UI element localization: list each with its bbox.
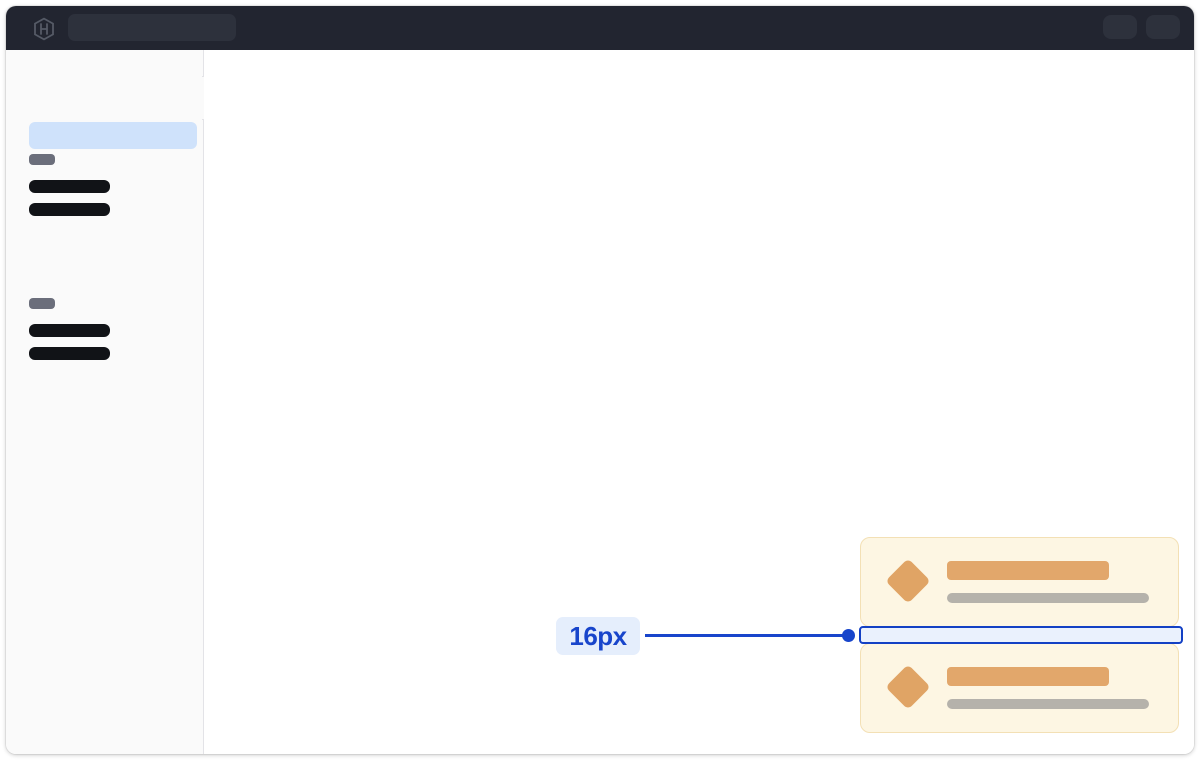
- measurement-endpoint-dot: [842, 629, 855, 642]
- card-bottom[interactable]: [860, 643, 1179, 733]
- card-title: [947, 561, 1109, 580]
- sidebar-group-1-label: [29, 154, 55, 165]
- card-subtitle: [947, 593, 1149, 603]
- sidebar-item-1-1[interactable]: [29, 180, 110, 193]
- top-bar: [6, 6, 1194, 50]
- sidebar-group-2: [29, 298, 110, 370]
- measurement-leader-line: [645, 634, 848, 637]
- app-window: 16px: [6, 6, 1194, 754]
- hexagon-h-logo-icon[interactable]: [32, 17, 56, 41]
- search-input[interactable]: [68, 14, 236, 41]
- sidebar-group-1: [29, 154, 110, 226]
- spacing-gap-highlight: [859, 626, 1183, 644]
- card-title: [947, 667, 1109, 686]
- card-subtitle: [947, 699, 1149, 709]
- sidebar-item-2-2[interactable]: [29, 347, 110, 360]
- diamond-icon: [885, 558, 931, 604]
- sidebar-group-2-label: [29, 298, 55, 309]
- topbar-pill-two[interactable]: [1146, 15, 1180, 39]
- sidebar-item-2-1[interactable]: [29, 324, 110, 337]
- spacing-measurement-label: 16px: [556, 617, 640, 655]
- topbar-pill-one[interactable]: [1103, 15, 1137, 39]
- sidebar-item-1-2[interactable]: [29, 203, 110, 216]
- sidebar: [6, 50, 204, 754]
- sidebar-item-active[interactable]: [29, 122, 197, 149]
- card-top[interactable]: [860, 537, 1179, 627]
- diamond-icon: [885, 664, 931, 710]
